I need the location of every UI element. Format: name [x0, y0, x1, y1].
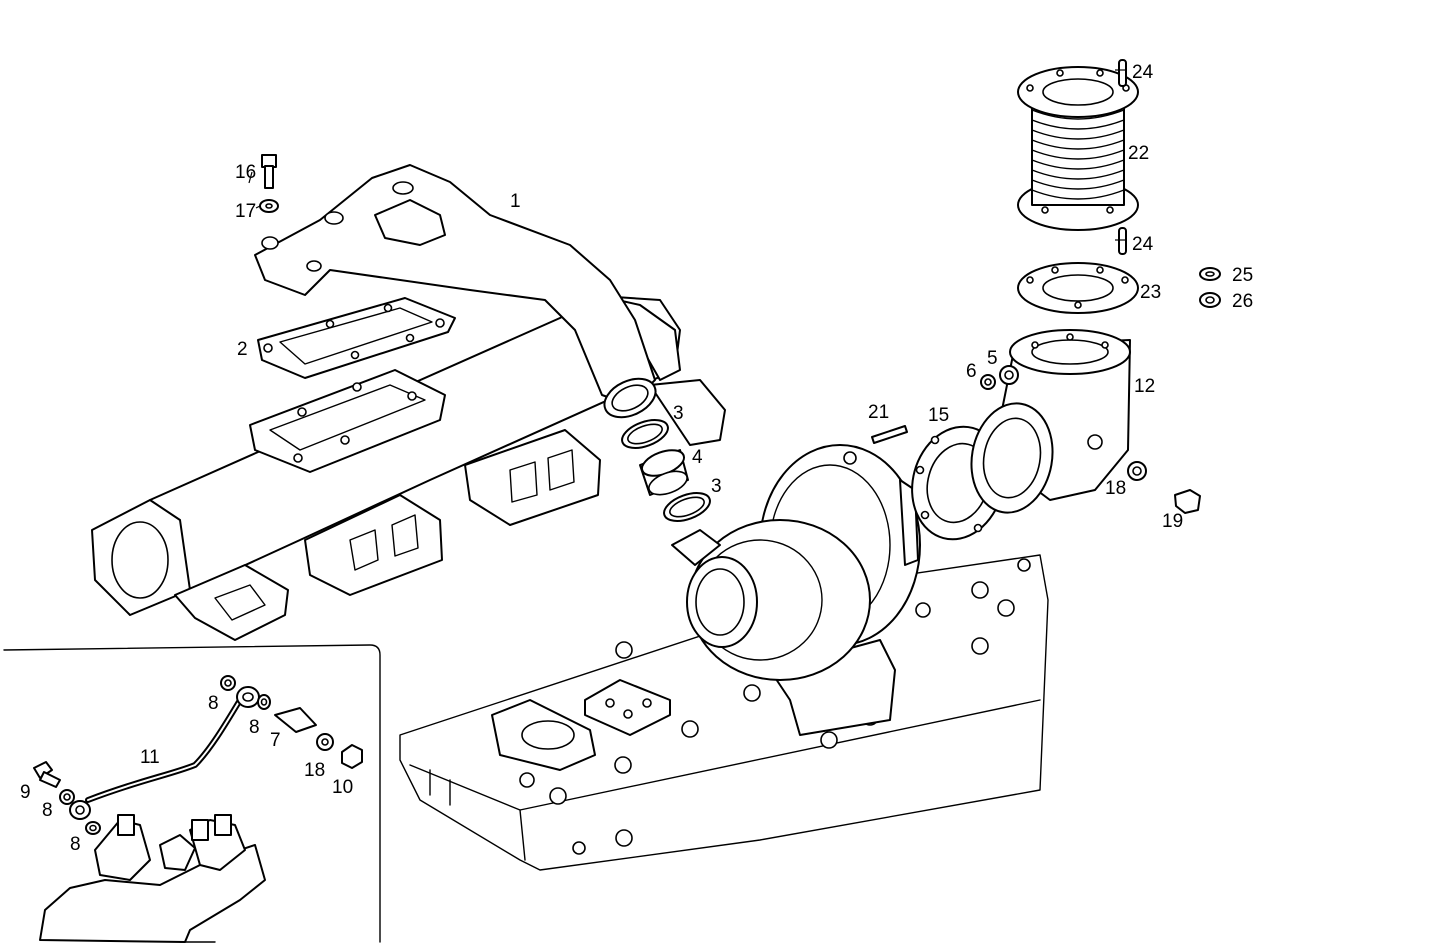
callout-15: 15 — [928, 405, 949, 426]
callout-4: 4 — [692, 447, 703, 468]
callout-12: 12 — [1134, 376, 1155, 397]
outlet-flange-plate — [1017, 262, 1139, 314]
fasteners — [259, 59, 1221, 514]
callout-8-b: 8 — [249, 717, 260, 738]
manifold-gasket — [257, 297, 456, 379]
callout-18-inset: 18 — [304, 760, 325, 781]
callout-22: 22 — [1128, 143, 1149, 164]
callout-23: 23 — [1140, 282, 1161, 303]
callout-9: 9 — [20, 782, 31, 803]
callout-8-a: 8 — [208, 693, 219, 714]
exhaust-elbow-pipe — [254, 164, 657, 419]
callout-19: 19 — [1162, 511, 1183, 532]
callout-3-lower: 3 — [711, 476, 722, 497]
exhaust-outlet-elbow — [970, 329, 1131, 514]
callout-8-c: 8 — [42, 800, 53, 821]
callout-1: 1 — [510, 191, 521, 212]
callout-5: 5 — [987, 348, 998, 369]
callout-2: 2 — [237, 339, 248, 360]
callout-24-top: 24 — [1132, 62, 1154, 83]
callout-16: 16 — [235, 162, 256, 183]
seal-rings — [621, 419, 711, 522]
flexible-bellows — [1017, 66, 1139, 231]
callout-3-upper: 3 — [673, 403, 684, 424]
leader-lines — [248, 69, 1126, 241]
engine-block — [399, 554, 1049, 871]
callout-17: 17 — [235, 201, 256, 222]
callout-7: 7 — [270, 730, 281, 751]
callout-8-d: 8 — [70, 834, 81, 855]
callout-18-right: 18 — [1105, 478, 1126, 499]
callout-labels: 1 2 3 4 3 16 17 24 22 24 25 23 26 5 6 12… — [20, 62, 1253, 855]
callout-24-bottom: 24 — [1132, 234, 1154, 255]
callout-25: 25 — [1232, 265, 1253, 286]
callout-11: 11 — [140, 747, 160, 768]
callout-10: 10 — [332, 777, 353, 798]
callout-21: 21 — [868, 402, 889, 423]
callout-26: 26 — [1232, 291, 1253, 312]
exhaust-manifold — [91, 295, 726, 641]
inset-oil-line-detail — [3, 644, 381, 943]
turbocharger — [671, 444, 921, 681]
callout-6: 6 — [966, 361, 977, 382]
